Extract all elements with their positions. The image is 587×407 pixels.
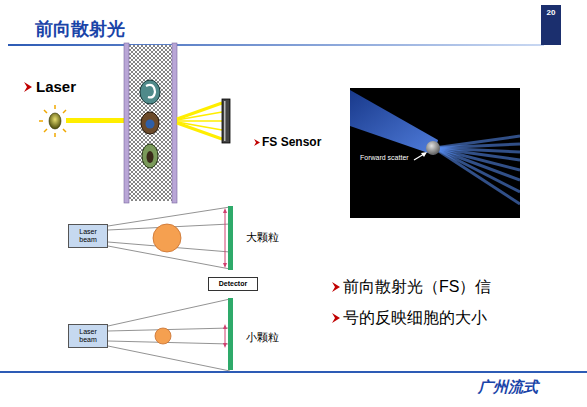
laser-beam-box: Laser beam: [68, 324, 108, 348]
arrow-head: [223, 343, 227, 348]
photo-art: [350, 88, 520, 218]
arrow-head: [223, 324, 227, 329]
detector-bar: [228, 206, 233, 270]
bulb-body: [49, 113, 61, 129]
bulb-ray: [44, 129, 47, 132]
photo-panel: Forward scatter: [350, 88, 520, 218]
scatter-ray: [434, 148, 520, 192]
flow-cell: [129, 45, 172, 201]
laser-beam-box: Laser beam: [68, 224, 108, 248]
footer-brand: 广州流式: [478, 378, 538, 397]
scatter-ray: [177, 103, 222, 119]
cell: [142, 144, 158, 168]
bulb-ray: [63, 110, 66, 113]
sensor-highlight: [224, 101, 226, 141]
footer-rule: [0, 371, 587, 373]
particle: [426, 141, 440, 155]
node-text: Forward scatter: [360, 154, 409, 162]
cell: [141, 112, 159, 134]
detector-box: Detector: [208, 277, 258, 291]
bullet-arrow: [24, 82, 32, 92]
detector-bar: [228, 298, 233, 370]
scatter-ray: [434, 148, 520, 204]
part-label: Laser: [36, 78, 76, 95]
cell-nucleus: [146, 85, 155, 98]
size-arrow: [225, 212, 226, 264]
light-paths: [108, 207, 230, 269]
cell-nucleus: [146, 120, 155, 129]
bulb-ray: [54, 105, 56, 109]
fs-sensor: [222, 99, 230, 143]
node-text: Detector: [219, 280, 247, 288]
node-text: Laser beam: [75, 328, 101, 344]
bullet-text: 号的反映细胞的大小: [343, 308, 487, 329]
part-label: FS Sensor: [262, 135, 321, 149]
scatter-rays: [177, 103, 222, 139]
arrow-head: [223, 263, 227, 268]
flow-cell-wall: [124, 43, 129, 203]
arrow-head: [421, 152, 427, 157]
flow-cell-wall: [172, 43, 177, 203]
scatter-ray: [177, 112, 222, 120]
bulb-ray: [54, 133, 56, 137]
light-path: [108, 299, 230, 326]
bullet-arrow: [332, 282, 340, 292]
scatter-ray: [177, 123, 222, 139]
cell-nucleus: [147, 151, 154, 163]
light-beam: [350, 90, 438, 155]
light-path: [108, 207, 230, 226]
laser-beam: [66, 118, 128, 123]
small-particle: [155, 328, 171, 344]
title-rule: [8, 44, 544, 46]
large-particle: [153, 224, 181, 252]
page-number: 20: [541, 5, 561, 45]
laser-bulb: [39, 105, 66, 137]
bullet-arrow: [332, 313, 340, 323]
size-arrow: [225, 328, 226, 344]
bullet-text: 前向散射光（FS）信: [343, 277, 491, 298]
scatter-ray: [434, 136, 520, 148]
node-text: 20: [547, 8, 556, 17]
particle-label: 小颗粒: [246, 330, 279, 345]
particle-label: 大颗粒: [246, 230, 279, 245]
slide-title: 前向散射光: [35, 17, 125, 41]
bullet-arrow: [254, 139, 260, 146]
bulb-ray: [63, 129, 66, 132]
bulb-ray: [44, 110, 47, 113]
scatter-ray: [177, 120, 222, 122]
cell: [140, 80, 160, 104]
arrow-head: [223, 208, 227, 213]
light-path: [108, 346, 230, 371]
bulb-ray: [39, 120, 43, 122]
node-text: Laser beam: [75, 228, 101, 244]
light-paths: [108, 299, 230, 371]
cells: [140, 80, 160, 168]
